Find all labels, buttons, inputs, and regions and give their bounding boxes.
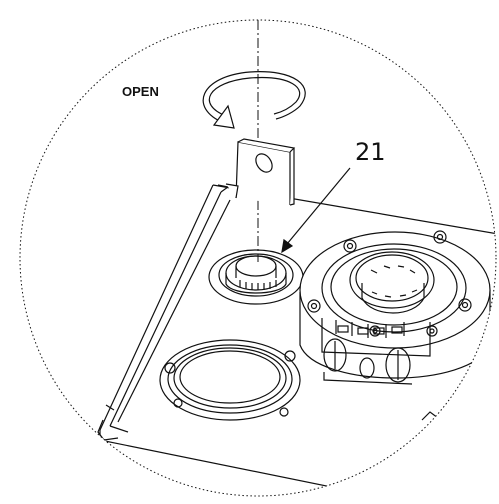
mounting-bracket <box>225 138 296 206</box>
rotation-arrow-icon <box>202 71 306 129</box>
part-number-label: 21 <box>355 138 386 166</box>
flue-collar-21 <box>208 249 304 305</box>
flange-assembly <box>299 230 491 385</box>
leader-arrow <box>281 167 351 254</box>
sight-glass-ring <box>159 339 301 421</box>
housing-plate <box>97 184 496 496</box>
open-label: OPEN <box>122 84 159 99</box>
partial-ring <box>421 387 496 437</box>
